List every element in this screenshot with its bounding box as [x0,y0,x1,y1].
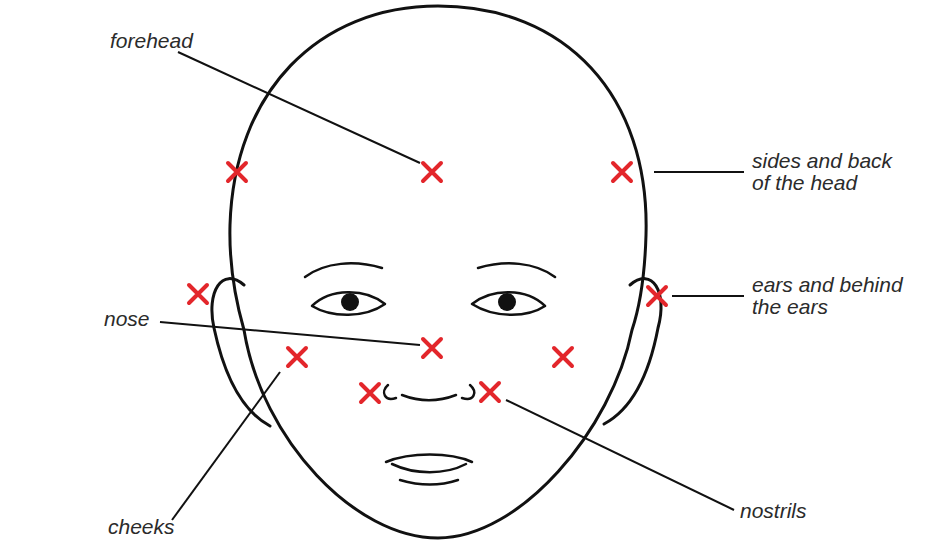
x-mark [228,163,246,181]
leader-line [160,322,420,345]
x-mark [189,285,207,303]
left-eyebrow [305,263,382,277]
left-eye [312,292,385,315]
leader-line [178,52,420,163]
x-mark [481,383,499,401]
body-part-label: nostrils [740,500,940,522]
leader-line [672,295,744,297]
left-ear [212,279,270,426]
x-mark [288,348,306,366]
nostril-curve [384,385,474,400]
leader-line [654,171,744,173]
right-eyebrow [478,263,555,277]
body-part-label: nose [104,308,304,330]
x-mark [423,339,441,357]
mouth [386,455,472,485]
x-mark [648,287,666,305]
x-mark [613,163,631,181]
body-part-label: forehead [110,30,310,52]
right-eye [472,292,545,315]
head-outline [230,6,646,538]
body-part-label: sides and back of the head [752,150,910,194]
left-iris [341,293,359,311]
x-mark [554,348,572,366]
x-mark [361,384,379,402]
x-mark [423,163,441,181]
body-part-label: ears and behind the ears [752,274,910,318]
right-iris [498,293,516,311]
leader-line [172,372,280,520]
body-part-label: cheeks [108,516,308,538]
leader-line [506,400,734,510]
